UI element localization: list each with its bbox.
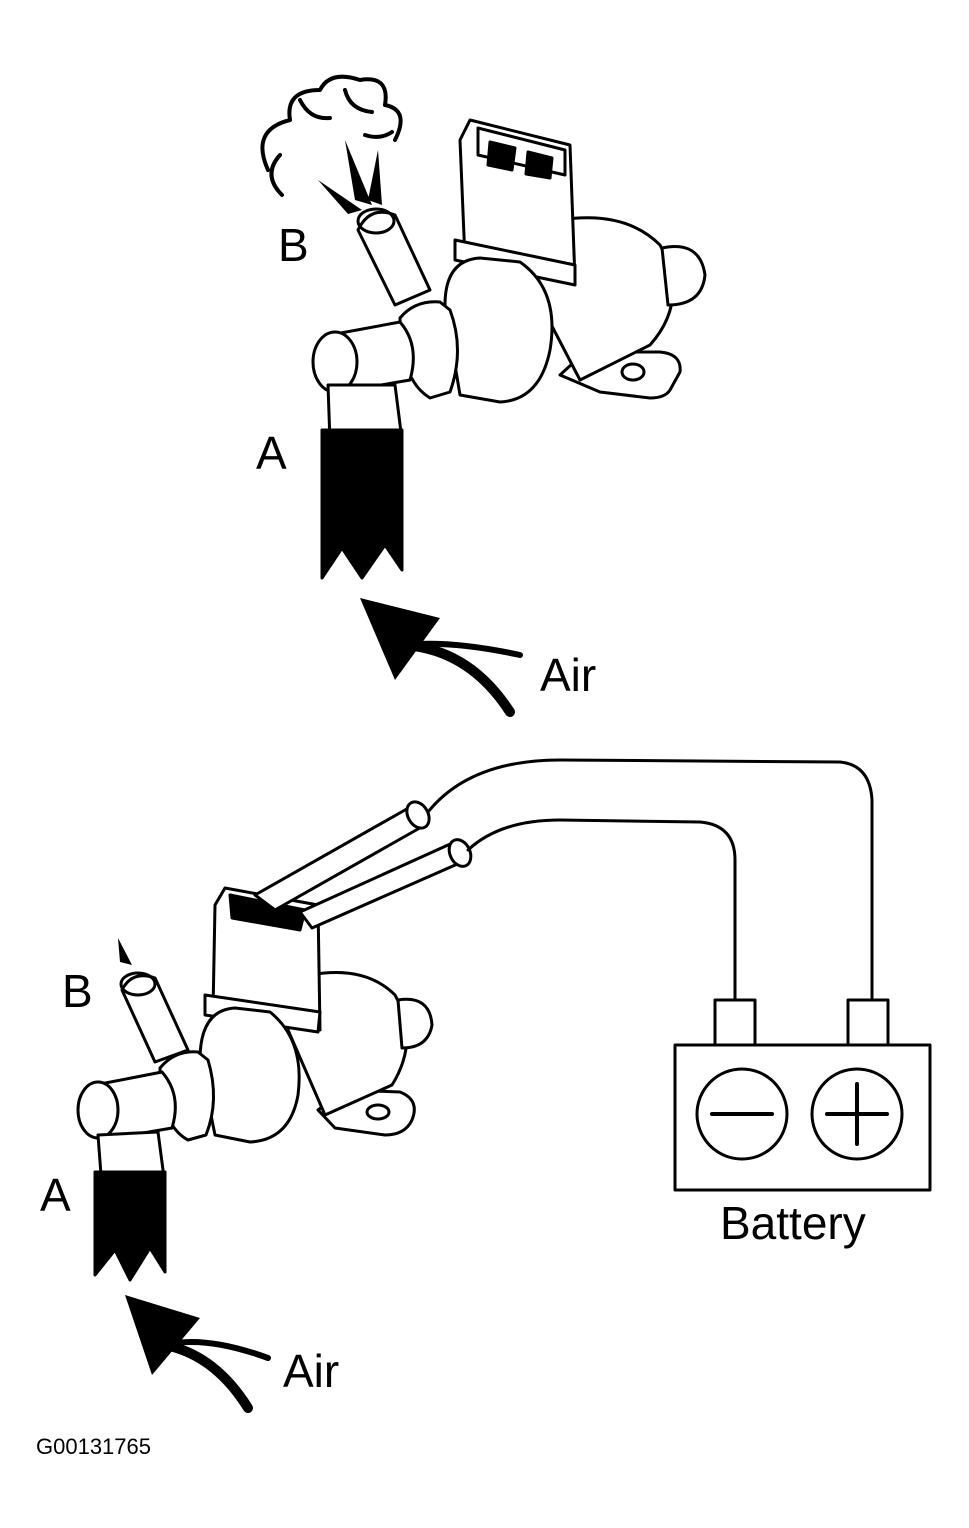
top-port-a-label: A <box>256 427 287 479</box>
battery-negative-terminal <box>713 998 757 1047</box>
bottom-valve-assembly <box>76 886 434 1282</box>
battery <box>673 998 932 1192</box>
top-port-b-label: B <box>278 219 309 271</box>
bottom-hose-a <box>93 1170 167 1282</box>
top-air-exhaust-puffs <box>260 74 403 197</box>
battery-label: Battery <box>720 1197 866 1249</box>
bottom-port-b-drip <box>118 938 132 965</box>
bottom-air-label: Air <box>283 1345 340 1397</box>
test-leads <box>253 758 874 1002</box>
top-port-b-nozzle <box>356 210 432 307</box>
bottom-port-b-label: B <box>62 965 93 1017</box>
top-valve-assembly <box>260 74 707 580</box>
bottom-port-a-label: A <box>40 1169 71 1221</box>
top-hose-a <box>320 428 404 580</box>
figure-code: G00131765 <box>36 1434 151 1459</box>
top-air-label: Air <box>540 649 597 701</box>
top-air-flow-arrow <box>360 598 523 717</box>
battery-positive-terminal <box>846 998 890 1047</box>
bottom-port-b-nozzle <box>120 974 190 1064</box>
bottom-air-flow-arrow <box>125 1295 271 1413</box>
